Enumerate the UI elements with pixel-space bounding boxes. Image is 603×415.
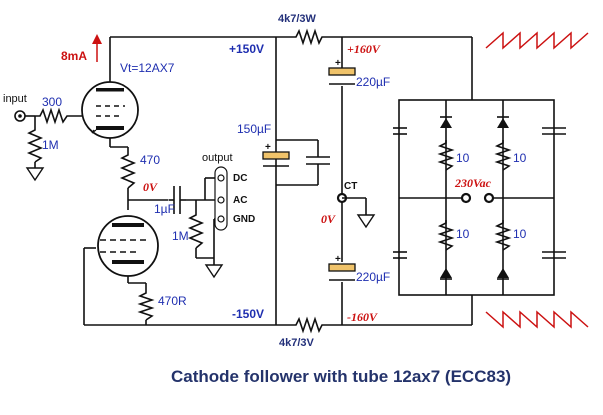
label-r10-d: 10 (513, 227, 527, 241)
label-out-ac: AC (233, 195, 247, 206)
terminals (14, 110, 495, 231)
label-r-470: 470 (140, 153, 160, 167)
tube-bottom (97, 215, 159, 277)
label-plus150: +150V (229, 42, 264, 56)
tube-top (81, 81, 139, 139)
resistor-470 (119, 152, 137, 189)
label-cap-150: 150µF (237, 122, 271, 136)
bridge-caps (393, 127, 566, 259)
ac-terminal-left (460, 192, 472, 204)
label-cap-220-top: 220µF (356, 75, 390, 89)
ground-symbols (25, 167, 376, 279)
label-r10-a: 10 (456, 151, 470, 165)
labels: input 300 1M 8mA Vt=12AX7 +150V -150V 47… (3, 13, 527, 386)
resistor-4k7-top (292, 28, 326, 46)
label-ac-in: 230Vac (454, 176, 492, 190)
ac-terminal-right (483, 192, 495, 204)
resistor-10-d (494, 220, 512, 251)
label-zero-v-left: 0V (143, 180, 158, 194)
label-out-dc: DC (233, 173, 247, 184)
label-cap-1uf: 1µF (154, 202, 175, 216)
resistor-grid-1m (26, 126, 44, 163)
label-r-bottom: 4k7/3V (279, 337, 315, 349)
main-wiring (25, 36, 555, 326)
label-ct: CT (344, 181, 357, 192)
figure-caption: Cathode follower with tube 12ax7 (ECC83) (171, 367, 511, 386)
svg-text:+: + (335, 58, 341, 69)
label-minus150: -150V (232, 307, 264, 321)
cap-150uf: + (262, 142, 290, 167)
label-input: input (3, 93, 27, 105)
label-tube-vt: Vt=12AX7 (120, 61, 175, 75)
cap-220uf-bottom: + (328, 254, 356, 281)
current-arrow (92, 34, 102, 62)
bridge-diodes (440, 116, 509, 280)
resistor-10-c (437, 220, 455, 251)
label-r-grid: 1M (42, 138, 59, 152)
label-r-1m-out: 1M (172, 229, 189, 243)
capacitors: + + + (168, 58, 566, 281)
label-r-470r: 470R (158, 294, 187, 308)
resistor-10-a (437, 140, 455, 171)
label-r-top: 4k7/3W (278, 13, 317, 25)
label-cap-220-bottom: 220µF (356, 270, 390, 284)
label-current: 8mA (61, 49, 87, 63)
resistor-input-300 (35, 107, 72, 125)
label-r10-b: 10 (513, 151, 527, 165)
waveform-bottom (485, 310, 589, 329)
label-out-gnd: GND (233, 214, 255, 225)
resistor-4k7-bottom (292, 316, 326, 334)
label-plus160: +160V (347, 42, 381, 56)
label-r10-c: 10 (456, 227, 470, 241)
resistors (26, 28, 512, 334)
label-zero-v-mid: 0V (321, 212, 336, 226)
waveform-top (485, 31, 589, 50)
cap-220uf-top: + (328, 58, 356, 85)
label-output: output (202, 152, 233, 164)
label-minus160: -160V (347, 310, 378, 324)
resistor-output-1m (187, 212, 205, 249)
svg-text:+: + (265, 142, 271, 153)
label-r-input: 300 (42, 95, 62, 109)
resistor-10-b (494, 140, 512, 171)
resistor-470r (137, 290, 155, 321)
svg-text:+: + (335, 254, 341, 265)
